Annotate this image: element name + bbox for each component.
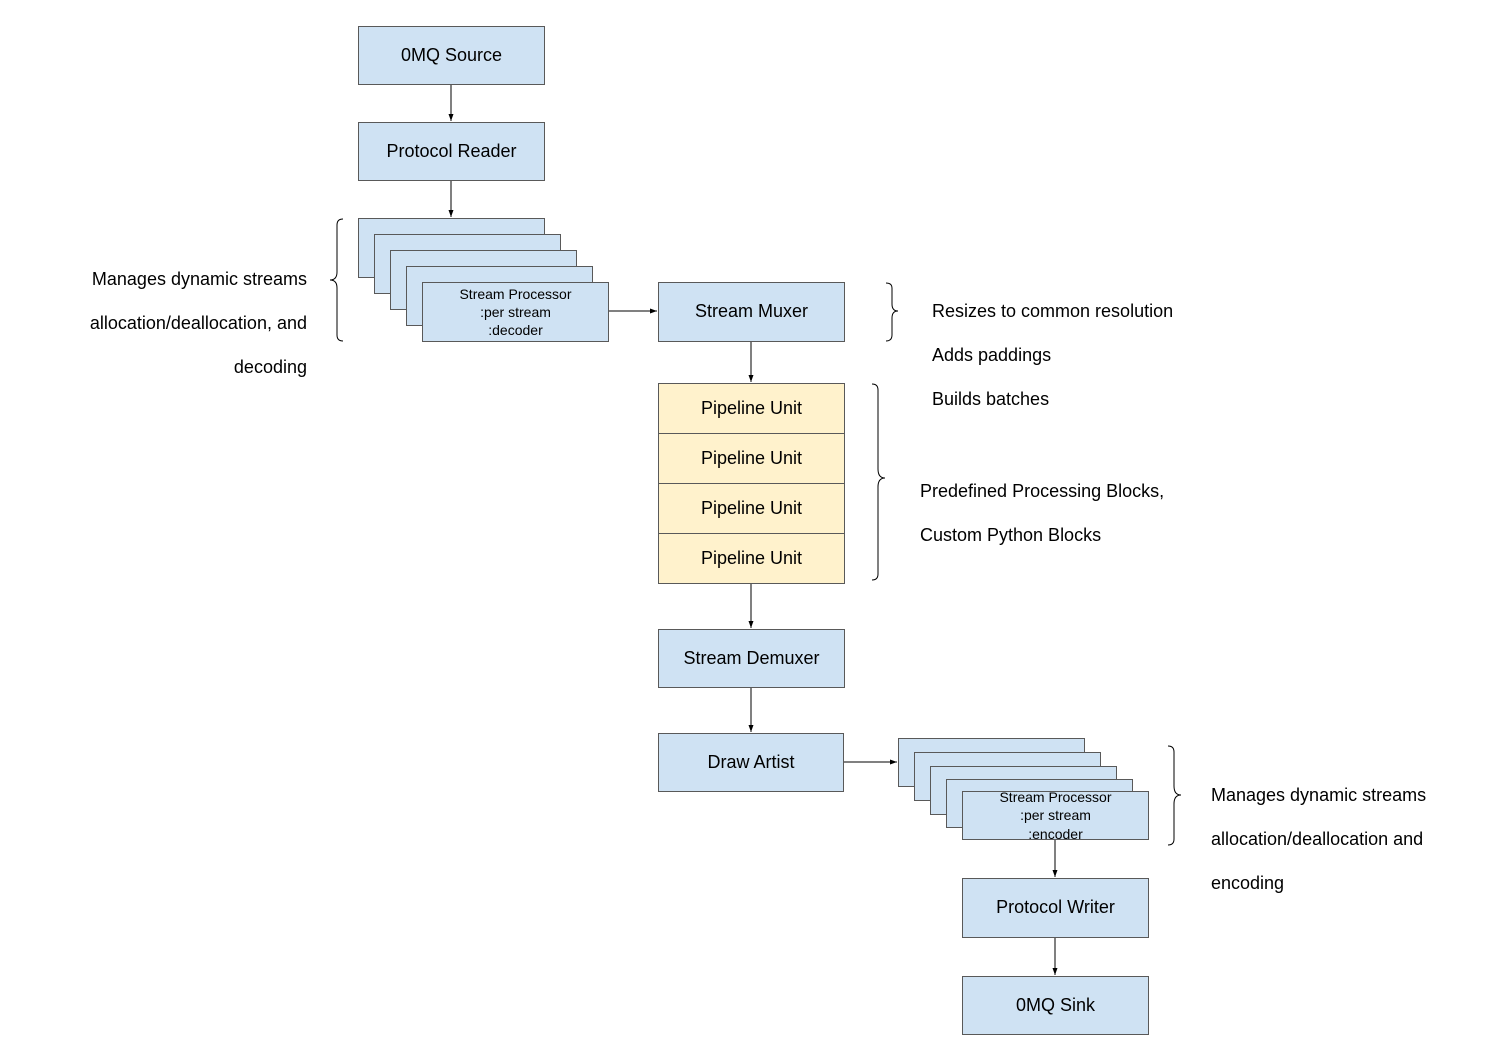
encoder-processor-role: :encoder xyxy=(1028,825,1083,842)
muxer-note-line: Builds batches xyxy=(932,389,1050,409)
decoder-processor-title: Stream Processor xyxy=(459,285,572,302)
decoder-stream-processor-box: Stream Processor :per stream :decoder xyxy=(422,282,609,342)
encoder-processor-scope: :per stream xyxy=(1020,807,1091,824)
pipeline-unit-box: Pipeline Unit xyxy=(658,433,845,484)
decoder-note-line: Manages dynamic streams xyxy=(91,269,307,289)
encoder-stream-processor-box: Stream Processor :per stream :encoder xyxy=(962,789,1149,842)
pipeline-unit-box: Pipeline Unit xyxy=(658,533,845,584)
decoder-processor-scope: :per stream xyxy=(480,303,551,320)
encoder-brace xyxy=(1167,745,1182,846)
decoder-brace xyxy=(329,218,344,342)
muxer-note-line: Adds paddings xyxy=(932,345,1052,365)
pipeline-unit-box: Pipeline Unit xyxy=(658,383,845,434)
pipeline-note: Predefined Processing Blocks, Custom Pyt… xyxy=(920,458,1210,568)
protocol-writer-box: Protocol Writer xyxy=(962,878,1149,938)
decoder-note-line: decoding xyxy=(233,357,307,377)
encoder-note-line: Manages dynamic streams xyxy=(1211,785,1427,805)
decoder-processor-role: :decoder xyxy=(488,322,543,339)
stream-muxer-box: Stream Muxer xyxy=(658,282,845,342)
pipeline-note-line: Predefined Processing Blocks, xyxy=(920,481,1165,501)
encoder-note-line: encoding xyxy=(1211,873,1285,893)
zmq-source-box: 0MQ Source xyxy=(358,26,545,85)
muxer-note-line: Resizes to common resolution xyxy=(932,301,1174,321)
muxer-brace xyxy=(885,282,899,342)
encoder-note: Manages dynamic streams allocation/deall… xyxy=(1211,762,1481,916)
draw-artist-box: Draw Artist xyxy=(658,733,844,792)
pipeline-note-line: Custom Python Blocks xyxy=(920,525,1102,545)
decoder-note: Manages dynamic streams allocation/deall… xyxy=(47,246,307,400)
zmq-sink-box: 0MQ Sink xyxy=(962,976,1149,1035)
decoder-note-line: allocation/deallocation, and xyxy=(89,313,307,333)
muxer-note: Resizes to common resolution Adds paddin… xyxy=(932,278,1212,432)
encoder-note-line: allocation/deallocation and xyxy=(1211,829,1424,849)
pipeline-unit-box: Pipeline Unit xyxy=(658,483,845,534)
pipeline-brace xyxy=(871,383,886,581)
stream-demuxer-box: Stream Demuxer xyxy=(658,629,845,688)
encoder-processor-title: Stream Processor xyxy=(999,789,1112,806)
protocol-reader-box: Protocol Reader xyxy=(358,122,545,181)
